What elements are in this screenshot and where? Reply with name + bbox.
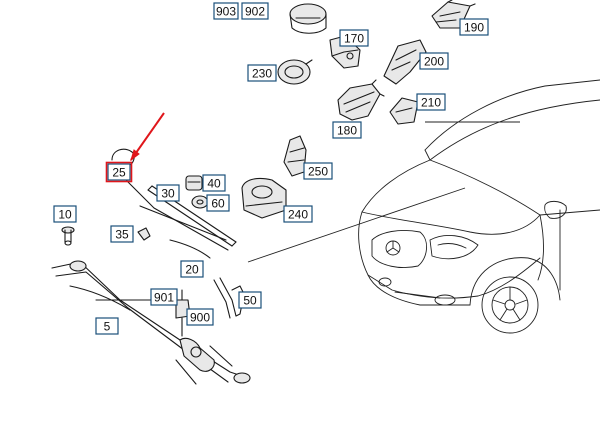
callout-box — [303, 162, 333, 180]
callout-903[interactable]: 903 — [213, 2, 239, 20]
wiper-arm-20-part — [115, 169, 229, 259]
callout-number: 5 — [104, 320, 111, 334]
callout-labels: 903 902 190 170 200 230 210 180 25 250 40 30 60 240 10… — [53, 2, 489, 335]
nut-60-part — [191, 195, 209, 209]
callout-number: 60 — [211, 197, 225, 211]
callout-901[interactable]: 901 — [150, 288, 178, 306]
callout-210[interactable]: 210 — [416, 93, 446, 111]
callout-900[interactable]: 900 — [186, 308, 214, 326]
washer-cap-part — [289, 3, 327, 34]
callout-number: 180 — [337, 124, 357, 138]
callout-60[interactable]: 60 — [206, 194, 230, 212]
callout-230[interactable]: 230 — [247, 64, 277, 82]
callout-box — [247, 64, 277, 82]
callout-box — [332, 121, 362, 139]
callout-box — [156, 184, 180, 202]
callout-box — [339, 29, 369, 47]
callout-number: 903 — [216, 5, 236, 19]
callout-902[interactable]: 902 — [241, 2, 269, 20]
callout-50[interactable]: 50 — [238, 291, 262, 309]
cap-230-part — [277, 59, 313, 85]
callout-170[interactable]: 170 — [339, 29, 369, 47]
motor-cover-240-part — [241, 177, 287, 219]
callout-box — [186, 308, 214, 326]
callout-box — [202, 174, 226, 192]
callout-number: 30 — [161, 187, 175, 201]
callout-box — [95, 317, 119, 335]
callout-30[interactable]: 30 — [156, 184, 180, 202]
callout-number: 20 — [185, 263, 199, 277]
callout-number: 900 — [190, 311, 210, 325]
callout-200[interactable]: 200 — [419, 52, 449, 70]
callout-box — [283, 205, 313, 223]
car-illustration — [247, 79, 600, 334]
callout-35[interactable]: 35 — [110, 225, 134, 243]
callout-10[interactable]: 10 — [53, 205, 77, 223]
callout-number: 200 — [424, 55, 444, 69]
callout-box — [180, 260, 204, 278]
callout-number: 240 — [288, 208, 308, 222]
callout-25[interactable]: 25 — [105, 161, 133, 183]
callout-number: 10 — [58, 208, 72, 222]
callout-number: 901 — [154, 291, 174, 305]
callout-number: 190 — [464, 21, 484, 35]
callout-box — [110, 225, 134, 243]
callout-number: 35 — [115, 228, 129, 242]
callout-box — [206, 194, 230, 212]
callout-box — [459, 18, 489, 36]
callout-40[interactable]: 40 — [202, 174, 226, 192]
callout-180[interactable]: 180 — [332, 121, 362, 139]
callout-box — [238, 291, 262, 309]
clip-35-part — [137, 227, 151, 241]
callout-number: 50 — [243, 294, 257, 308]
callout-250[interactable]: 250 — [303, 162, 333, 180]
callout-box — [241, 2, 269, 20]
callout-box — [416, 93, 446, 111]
callout-box — [107, 163, 131, 181]
callout-number: 40 — [207, 177, 221, 191]
callout-number: 250 — [308, 165, 328, 179]
highlight-frame — [105, 161, 133, 183]
callout-number: 170 — [344, 32, 364, 46]
callout-number: 230 — [252, 67, 272, 81]
callout-190[interactable]: 190 — [459, 18, 489, 36]
cap-40-part — [185, 175, 203, 191]
bracket-250-part — [283, 135, 307, 177]
sensor-210-part — [389, 97, 419, 125]
highlight-arrow — [130, 112, 165, 162]
cover-200-part — [383, 39, 427, 85]
callout-number: 25 — [112, 166, 126, 180]
callout-number: 210 — [421, 96, 441, 110]
callout-box — [213, 2, 239, 20]
callout-number: 902 — [245, 5, 265, 19]
callout-20[interactable]: 20 — [180, 260, 204, 278]
callout-240[interactable]: 240 — [283, 205, 313, 223]
callout-box — [419, 52, 449, 70]
bolt-10-part — [61, 226, 75, 246]
callout-box — [150, 288, 178, 306]
callout-box — [53, 205, 77, 223]
pump-180-part — [337, 79, 385, 121]
callout-5[interactable]: 5 — [95, 317, 119, 335]
